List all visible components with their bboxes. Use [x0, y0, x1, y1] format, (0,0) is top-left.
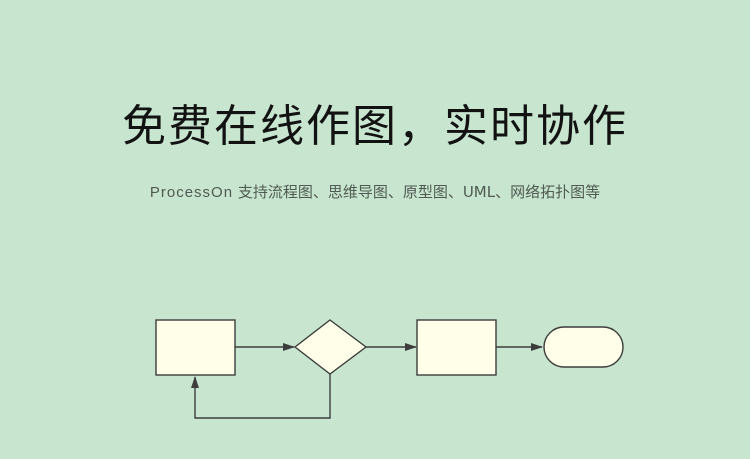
flowchart-terminator — [543, 326, 624, 368]
flowchart-process-box-start — [155, 319, 236, 376]
subtitle-description: 支持流程图、思维导图、原型图、UML、网络拓扑图等 — [233, 183, 601, 201]
flowchart-process-box-middle — [416, 319, 497, 376]
flowchart-decision-diamond — [293, 319, 368, 375]
subtitle-brand: ProcessOn — [149, 184, 234, 201]
headline: 免费在线作图，实时协作 — [122, 101, 628, 152]
flowchart-feedback-loop — [191, 374, 331, 419]
subtitle: ProcessOn 支持流程图、思维导图、原型图、UML、网络拓扑图等 — [0, 182, 750, 203]
